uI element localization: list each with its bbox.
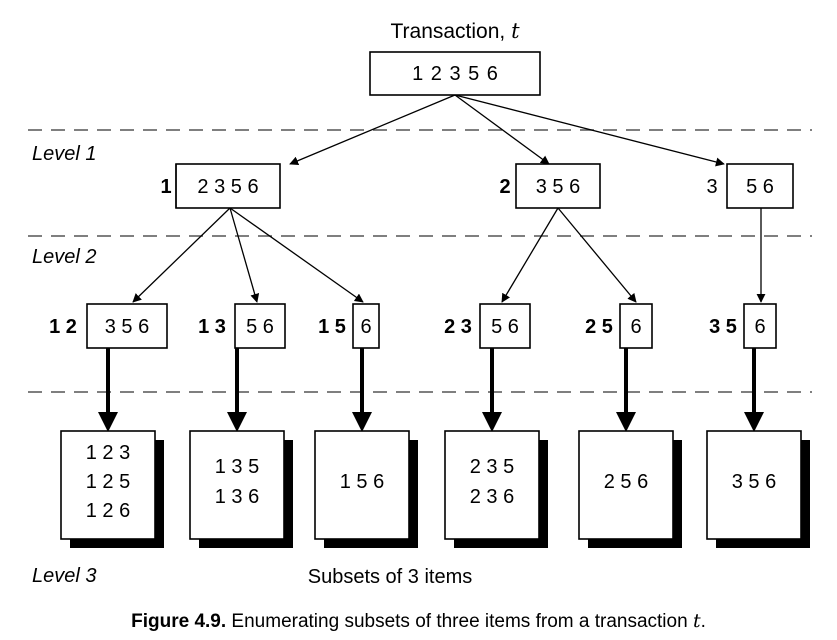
level2-node-35: 3 5 6 <box>709 303 777 349</box>
svg-text:1 2 5: 1 2 5 <box>86 471 130 493</box>
arrow-root-to-1 <box>289 94 456 166</box>
level1-node-3: 3 5 6 <box>706 163 794 209</box>
arrow-root-to-2 <box>454 94 550 165</box>
svg-text:1 5: 1 5 <box>318 316 346 338</box>
svg-text:3 5 6: 3 5 6 <box>105 316 149 338</box>
svg-text:2 5: 2 5 <box>585 316 613 338</box>
svg-text:2 5 6: 2 5 6 <box>604 471 648 493</box>
subset-page-23: 2 3 5 2 3 6 <box>444 430 548 548</box>
svg-text:2 3 6: 2 3 6 <box>470 486 514 508</box>
svg-text:5 6: 5 6 <box>246 316 274 338</box>
svg-text:6: 6 <box>630 316 641 338</box>
svg-text:5 6: 5 6 <box>491 316 519 338</box>
svg-text:1 2 6: 1 2 6 <box>86 500 130 522</box>
subset-page-35: 3 5 6 <box>706 430 810 548</box>
level1-node-1: 1 2 3 5 6 <box>160 163 281 209</box>
svg-text:3 5 6: 3 5 6 <box>732 471 776 493</box>
root-transaction-box <box>369 51 541 96</box>
svg-text:1: 1 <box>160 176 171 198</box>
arrow-root-to-3 <box>454 94 725 167</box>
svg-text:2 3 5 6: 2 3 5 6 <box>197 176 258 198</box>
svg-text:3 5 6: 3 5 6 <box>536 176 580 198</box>
arrow-2-to-25 <box>557 207 637 303</box>
caption-label: Figure 4.9. <box>131 611 227 632</box>
svg-text:1 3 5: 1 3 5 <box>215 456 259 478</box>
svg-text:3: 3 <box>706 176 717 198</box>
svg-text:2 3 5: 2 3 5 <box>470 456 514 478</box>
subset-page-12: 1 2 3 1 2 5 1 2 6 <box>60 430 164 548</box>
svg-text:1 5 6: 1 5 6 <box>340 471 384 493</box>
figure-caption: Figure 4.9. Enumerating subsets of three… <box>0 610 837 633</box>
arrow-1-to-15 <box>229 207 364 303</box>
level2-node-13: 1 3 5 6 <box>198 303 286 349</box>
level1-node-2: 2 3 5 6 <box>499 163 601 209</box>
svg-text:6: 6 <box>754 316 765 338</box>
svg-text:1 3: 1 3 <box>198 316 226 338</box>
arrow-1-to-12 <box>132 207 231 303</box>
svg-text:2: 2 <box>499 176 510 198</box>
level-1-label: Level 1 <box>32 143 97 165</box>
subset-page-13: 1 3 5 1 3 6 <box>189 430 293 548</box>
level-3-label: Level 3 <box>32 565 97 587</box>
subsets-label: Subsets of 3 items <box>308 566 473 588</box>
subset-page-15: 1 5 6 <box>314 430 418 548</box>
level-2-label: Level 2 <box>32 246 97 268</box>
root-items: 1 2 3 5 6 <box>412 63 498 85</box>
caption-end: . <box>700 611 706 632</box>
level2-node-23: 2 3 5 6 <box>444 303 531 349</box>
svg-text:2 3: 2 3 <box>444 316 472 338</box>
svg-text:5 6: 5 6 <box>746 176 774 198</box>
svg-text:1 2: 1 2 <box>49 316 77 338</box>
arrow-1-to-13 <box>229 207 260 303</box>
svg-text:3 5: 3 5 <box>709 316 737 338</box>
subset-page-25: 2 5 6 <box>578 430 682 548</box>
arrow-2-to-23 <box>501 207 559 303</box>
svg-text:1 3 6: 1 3 6 <box>215 486 259 508</box>
caption-text: Enumerating subsets of three items from … <box>226 611 693 632</box>
svg-text:1 2 3: 1 2 3 <box>86 442 130 464</box>
svg-text:6: 6 <box>360 316 371 338</box>
transaction-title: Transaction, t <box>390 19 520 43</box>
caption-variable: t <box>692 610 701 632</box>
level2-node-25: 2 5 6 <box>585 303 653 349</box>
level2-node-12: 1 2 3 5 6 <box>49 303 168 349</box>
level2-node-15: 1 5 6 <box>318 303 380 349</box>
